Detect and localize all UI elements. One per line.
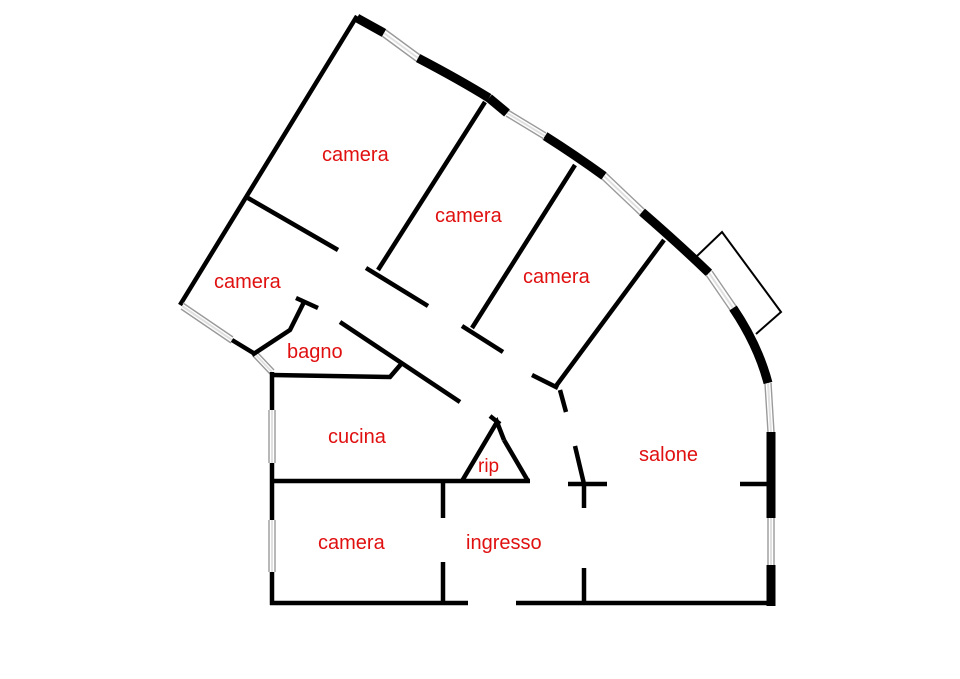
- room-label-rip: rip: [478, 456, 499, 477]
- outer-left-walls: [178, 14, 773, 606]
- facade-windows: [381, 29, 775, 565]
- room-label-ingresso: ingresso: [466, 532, 542, 554]
- room-label-camera-bottom-left: camera: [318, 532, 386, 554]
- outer-curved-wall: [354, 14, 776, 606]
- room-label-camera-top-middle: camera: [435, 205, 503, 227]
- room-label-salone: salone: [639, 444, 698, 466]
- room-label-camera-left: camera: [214, 271, 282, 293]
- room-label-bagno: bagno: [287, 341, 343, 363]
- balcony: [696, 230, 783, 335]
- room-label-camera-top-left: camera: [322, 144, 390, 166]
- interior-walls: [246, 100, 771, 605]
- room-labels: camera camera camera camera bagno cucina…: [214, 144, 698, 554]
- room-label-camera-top-right: camera: [523, 266, 591, 288]
- room-label-cucina: cucina: [328, 426, 387, 448]
